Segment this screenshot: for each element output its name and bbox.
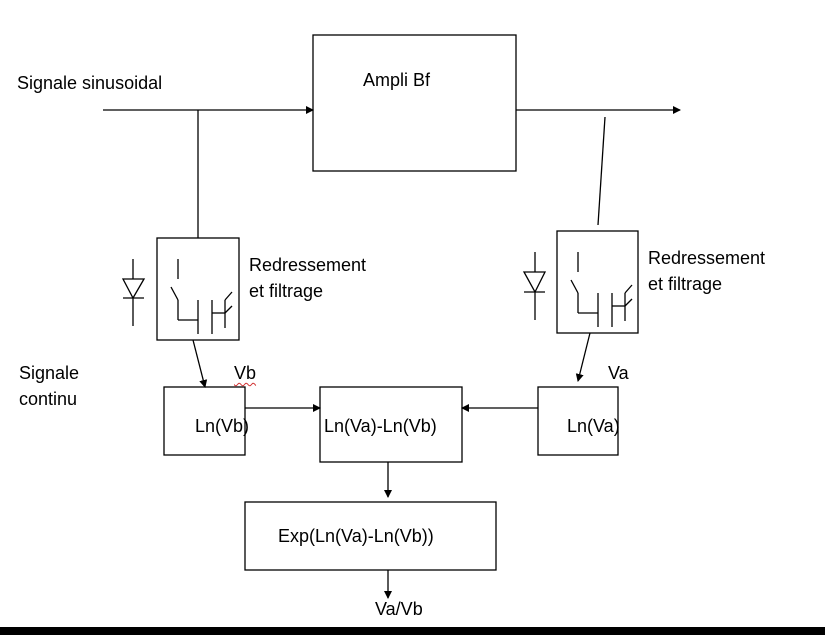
output-label: Va/Vb (375, 599, 423, 619)
ln-va-label: Ln(Va) (567, 416, 620, 436)
exp-block (244, 501, 497, 571)
rectifier-left-label-line2: et filtrage (249, 281, 324, 301)
dc-signal-label-line1: Signale (19, 363, 80, 383)
rectifier-block-right (556, 230, 639, 334)
diode-icon-left (121, 259, 146, 326)
diode-icon-right (522, 252, 547, 320)
va-label: Va (608, 363, 629, 383)
bottom-border-bar (0, 627, 825, 635)
vb-label: Vb (234, 363, 257, 383)
rectifier-block-left (156, 237, 240, 341)
ln-difference-label: Ln(Va)-Ln(Vb) (324, 416, 437, 436)
rectifier-left-label-line1: Redressement (249, 255, 367, 275)
amplifier-label: Ampli Bf (363, 70, 431, 90)
ln-vb-label: Ln(Vb) (195, 416, 250, 436)
rectifier-right-label-line2: et filtrage (648, 274, 723, 294)
dc-signal-label-line2: continu (19, 389, 78, 409)
rectifier-symbol-left (170, 259, 233, 334)
input-signal-label: Signale sinusoidal (17, 73, 163, 93)
ln-va-block (537, 386, 619, 456)
ln-vb-block (163, 386, 246, 456)
amplifier-block (312, 34, 517, 172)
ln-difference-block (319, 386, 463, 463)
exp-label: Exp(Ln(Va)-Ln(Vb)) (278, 526, 434, 546)
rectifier-symbol-right (570, 252, 633, 327)
vb-arrow (192, 339, 208, 388)
rectifier-right-label-line1: Redressement (648, 248, 766, 268)
va-arrow (575, 332, 591, 382)
right-tap-line (597, 116, 606, 226)
